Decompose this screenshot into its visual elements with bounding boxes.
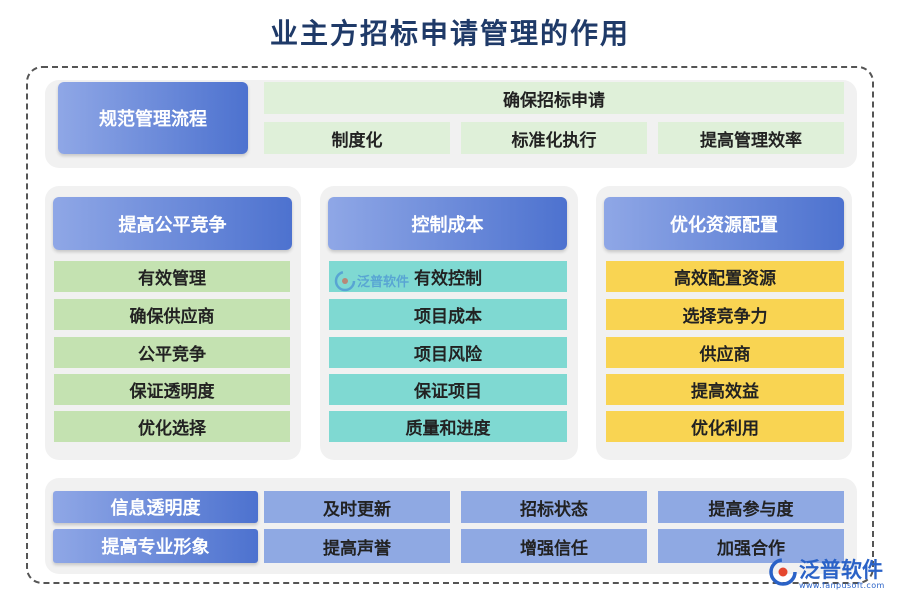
bottom-item: 提高声誉 — [264, 529, 450, 563]
column-item: 供应商 — [606, 337, 844, 368]
logo-icon — [769, 558, 797, 586]
column-item: 质量和进度 — [329, 411, 567, 442]
column-item: 保证透明度 — [54, 374, 290, 405]
brand-logo: 泛普软件 www.fanpusoft.com — [768, 552, 894, 594]
bottom-item: 及时更新 — [264, 491, 450, 523]
column-item: 保证项目 — [329, 374, 567, 405]
column-item: 项目风险 — [329, 337, 567, 368]
column-item: 有效控制 — [329, 261, 567, 292]
svg-text:泛普软件: 泛普软件 — [357, 274, 409, 290]
column-head: 控制成本 — [328, 197, 567, 250]
top-main: 确保招标申请 — [264, 82, 844, 114]
logo-name: 泛普软件 — [799, 558, 883, 582]
bottom-item: 加强合作 — [658, 529, 844, 563]
bottom-head: 提高专业形象 — [53, 529, 258, 563]
top-item: 制度化 — [264, 122, 450, 154]
column-item: 有效管理 — [54, 261, 290, 292]
column-item: 提高效益 — [606, 374, 844, 405]
top-head: 规范管理流程 — [58, 82, 248, 154]
bottom-item: 增强信任 — [461, 529, 647, 563]
page-title: 业主方招标申请管理的作用 — [269, 17, 630, 50]
bottom-item: 提高参与度 — [658, 491, 844, 523]
column-item: 优化选择 — [54, 411, 290, 442]
bottom-head: 信息透明度 — [53, 491, 258, 523]
column-item: 选择竞争力 — [606, 299, 844, 330]
column-head: 优化资源配置 — [604, 197, 844, 250]
column-item: 高效配置资源 — [606, 261, 844, 292]
column-item: 优化利用 — [606, 411, 844, 442]
top-item: 提高管理效率 — [658, 122, 844, 154]
top-item: 标准化执行 — [461, 122, 647, 154]
column-head: 提高公平竞争 — [53, 197, 292, 250]
column-item: 公平竞争 — [54, 337, 290, 368]
diagram-frame — [26, 66, 874, 584]
column-item: 项目成本 — [329, 299, 567, 330]
column-item: 确保供应商 — [54, 299, 290, 330]
logo-url: www.fanpusoft.com — [799, 581, 885, 590]
bottom-item: 招标状态 — [461, 491, 647, 523]
watermark-logo: 泛普软件 — [334, 268, 416, 294]
